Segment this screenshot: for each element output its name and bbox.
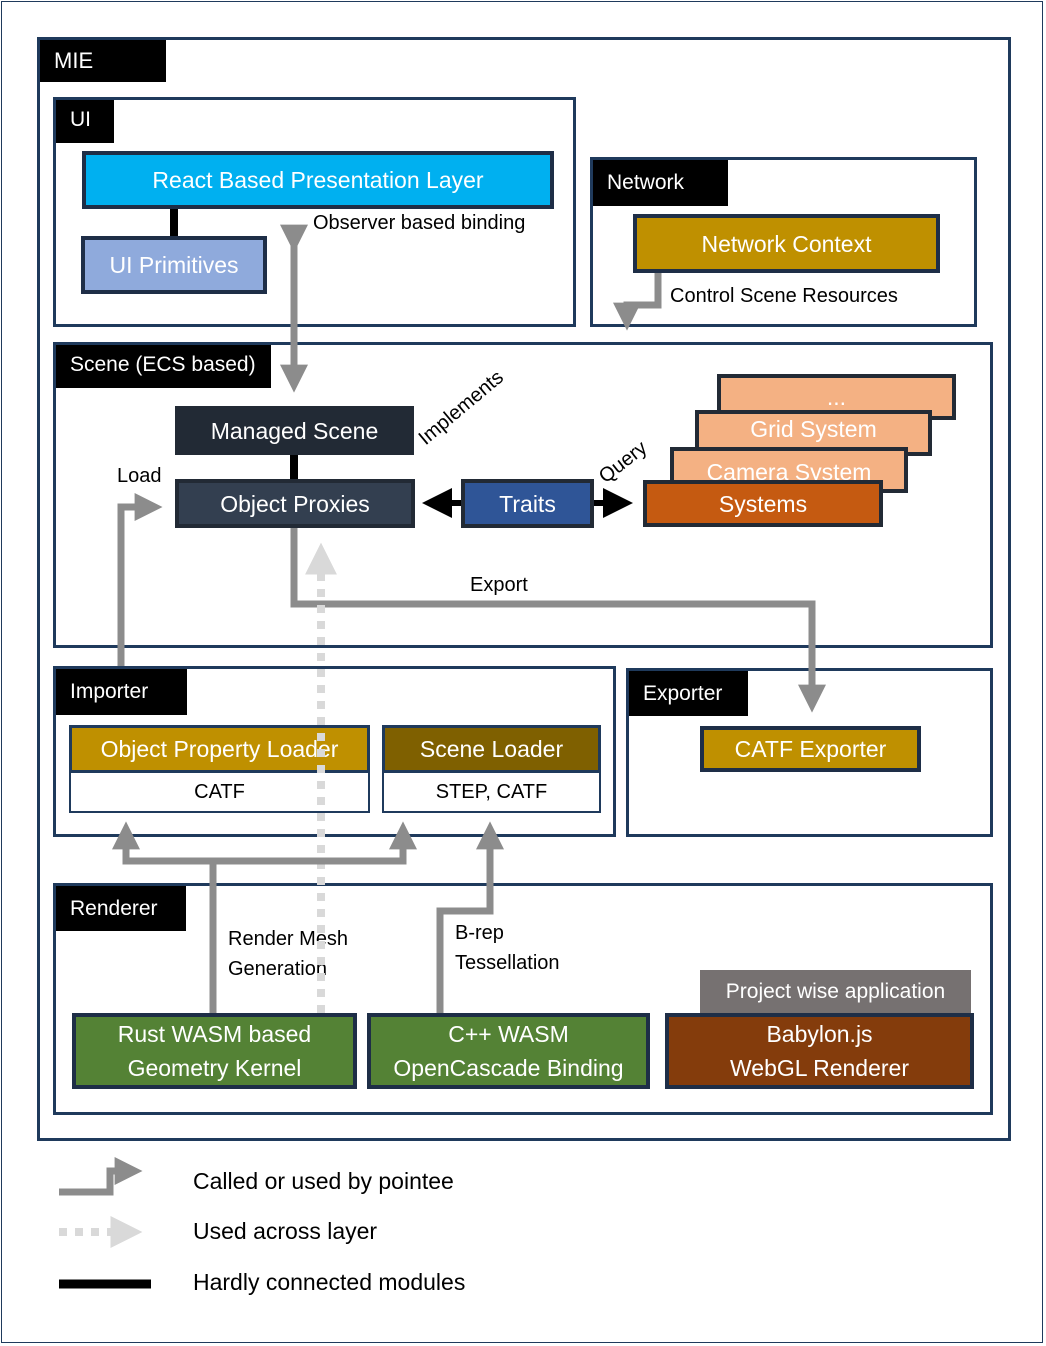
network-layer-tag: Network xyxy=(593,160,728,206)
managed-scene: Managed Scene xyxy=(175,406,414,455)
mie-tag: MIE xyxy=(40,40,166,82)
cpp-opencascade-binding-line1: C++ WASM xyxy=(448,1021,569,1047)
legend-across-text: Used across layer xyxy=(193,1218,378,1244)
scene-layer-tag: Scene (ECS based) xyxy=(56,345,271,388)
cpp-opencascade-binding: C++ WASM OpenCascade Binding xyxy=(367,1013,650,1089)
control-scene-label: Control Scene Resources xyxy=(670,285,898,307)
rust-geometry-kernel: Rust WASM based Geometry Kernel xyxy=(72,1013,357,1089)
legend-hard-text: Hardly connected modules xyxy=(193,1269,466,1295)
render-mesh-label-2: Generation xyxy=(228,958,327,980)
observer-binding-label: Observer based binding xyxy=(313,212,526,234)
babylon-webgl-renderer: Babylon.js WebGL Renderer xyxy=(665,1013,974,1089)
load-label: Load xyxy=(117,465,162,487)
babylon-webgl-renderer-line2: WebGL Renderer xyxy=(730,1055,909,1081)
importer-layer-tag: Importer xyxy=(56,669,187,715)
catf-exporter: CATF Exporter xyxy=(700,726,921,772)
react-presentation-layer: React Based Presentation Layer xyxy=(82,151,554,209)
renderer-layer-tag: Renderer xyxy=(56,886,186,931)
object-property-loader-formats: CATF xyxy=(69,771,370,813)
traits: Traits xyxy=(461,479,594,528)
project-wise-application: Project wise application xyxy=(700,970,971,1014)
rust-geometry-kernel-line2: Geometry Kernel xyxy=(127,1055,302,1081)
cpp-opencascade-binding-line2: OpenCascade Binding xyxy=(393,1055,624,1081)
rust-geometry-kernel-line1: Rust WASM based xyxy=(117,1021,312,1047)
brep-label-2: Tessellation xyxy=(455,952,560,974)
legend-called-text: Called or used by pointee xyxy=(193,1168,454,1194)
ui-layer-tag: UI xyxy=(56,100,114,143)
exporter-layer-tag: Exporter xyxy=(629,671,748,716)
babylon-webgl-renderer-line1: Babylon.js xyxy=(766,1021,873,1047)
render-mesh-label-1: Render Mesh xyxy=(228,928,349,950)
export-label: Export xyxy=(470,574,528,596)
ui-primitives: UI Primitives xyxy=(81,236,267,294)
brep-label-1: B-rep xyxy=(455,922,504,944)
object-property-loader: Object Property Loader xyxy=(69,725,370,773)
scene-loader-formats: STEP, CATF xyxy=(382,771,601,813)
systems: Systems xyxy=(643,480,883,527)
scene-loader: Scene Loader xyxy=(382,725,601,773)
network-context: Network Context xyxy=(633,214,940,273)
object-proxies: Object Proxies xyxy=(175,479,415,528)
